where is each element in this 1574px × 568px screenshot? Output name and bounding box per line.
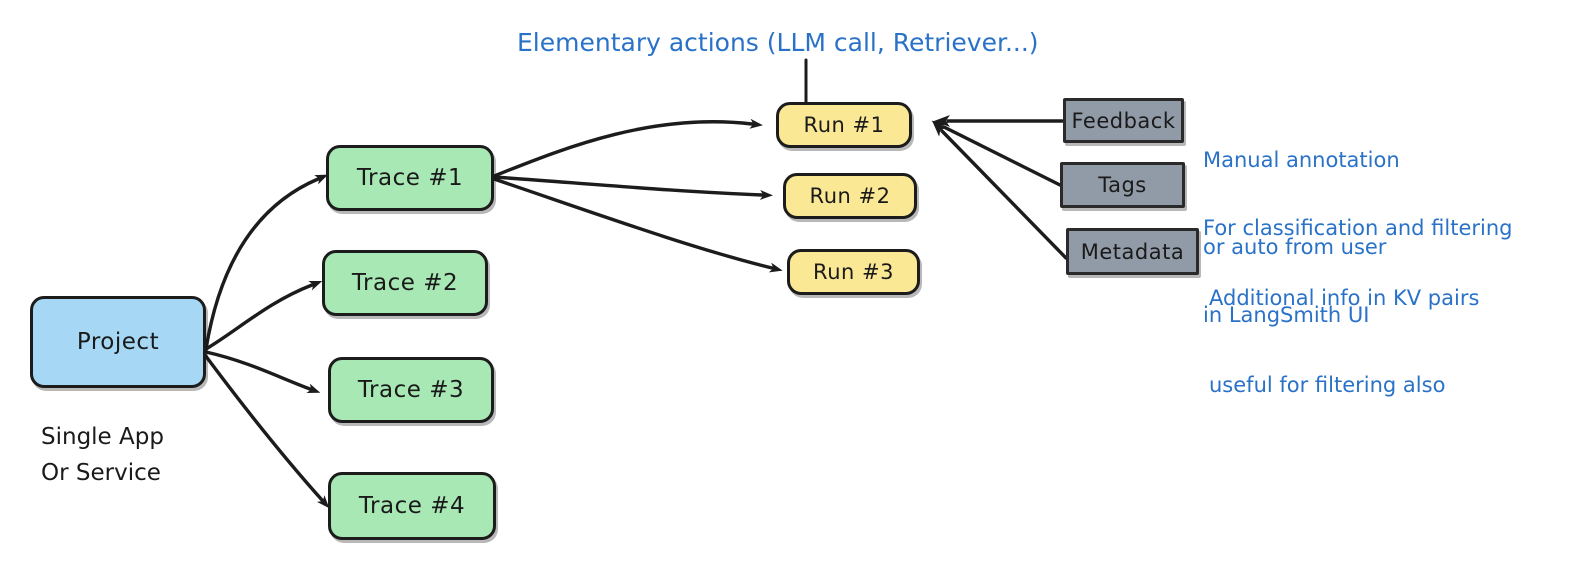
node-feedback[interactable]: Feedback (1063, 98, 1184, 143)
node-run-1[interactable]: Run #1 (776, 102, 912, 148)
edge-project-trace4 (203, 353, 330, 509)
edge-metadata-run1 (932, 120, 1068, 260)
node-project-label: Project (76, 329, 160, 355)
edge-trace1-run2 (492, 175, 773, 200)
node-run-3[interactable]: Run #3 (787, 249, 920, 295)
project-caption-line1: Single App (41, 424, 164, 450)
edge-trace1-run1 (492, 118, 763, 178)
node-metadata-label: Metadata (1080, 239, 1185, 264)
node-project[interactable]: Project (30, 296, 206, 388)
node-tags-label: Tags (1098, 173, 1147, 197)
annotation-metadata-line2: useful for filtering also (1209, 372, 1446, 397)
node-run-2[interactable]: Run #2 (783, 173, 917, 219)
edge-trace1-run3 (492, 177, 783, 273)
node-trace-2[interactable]: Trace #2 (322, 250, 488, 316)
node-run-3-label: Run #3 (813, 260, 894, 284)
edge-tags-run1 (931, 120, 1062, 187)
node-feedback-label: Feedback (1071, 108, 1176, 133)
title-note: Elementary actions (LLM call, Retriever.… (517, 28, 1039, 57)
node-trace-1-label: Trace #1 (356, 165, 464, 191)
node-tags[interactable]: Tags (1060, 162, 1185, 208)
annotation-feedback-line2: or auto from user (1203, 234, 1387, 259)
node-trace-3-label: Trace #3 (357, 377, 465, 403)
annotation-feedback-line1: Manual annotation (1203, 147, 1400, 172)
annotation-feedback: Manual annotation or auto from user (1203, 88, 1400, 320)
annotation-tags: For classification and filtering in Lang… (1203, 156, 1513, 388)
node-trace-2-label: Trace #2 (351, 270, 459, 296)
edge-project-trace2 (204, 281, 323, 351)
edge-project-trace3 (204, 350, 321, 394)
node-run-2-label: Run #2 (809, 184, 891, 208)
annotation-tags-line1: For classification and filtering (1203, 215, 1513, 240)
node-trace-3[interactable]: Trace #3 (328, 357, 494, 423)
project-caption-line2: Or Service (41, 460, 161, 486)
node-metadata[interactable]: Metadata (1066, 228, 1199, 275)
edge-project-trace1 (204, 174, 329, 351)
node-trace-4-label: Trace #4 (358, 493, 466, 519)
annotation-metadata: Additional info in KV pairs useful for f… (1209, 226, 1479, 458)
node-trace-4[interactable]: Trace #4 (328, 472, 496, 540)
node-run-1-label: Run #1 (803, 113, 885, 137)
node-trace-1[interactable]: Trace #1 (326, 145, 494, 211)
annotation-metadata-line1: Additional info in KV pairs (1209, 285, 1480, 310)
annotation-tags-line2: in LangSmith UI (1203, 302, 1370, 327)
